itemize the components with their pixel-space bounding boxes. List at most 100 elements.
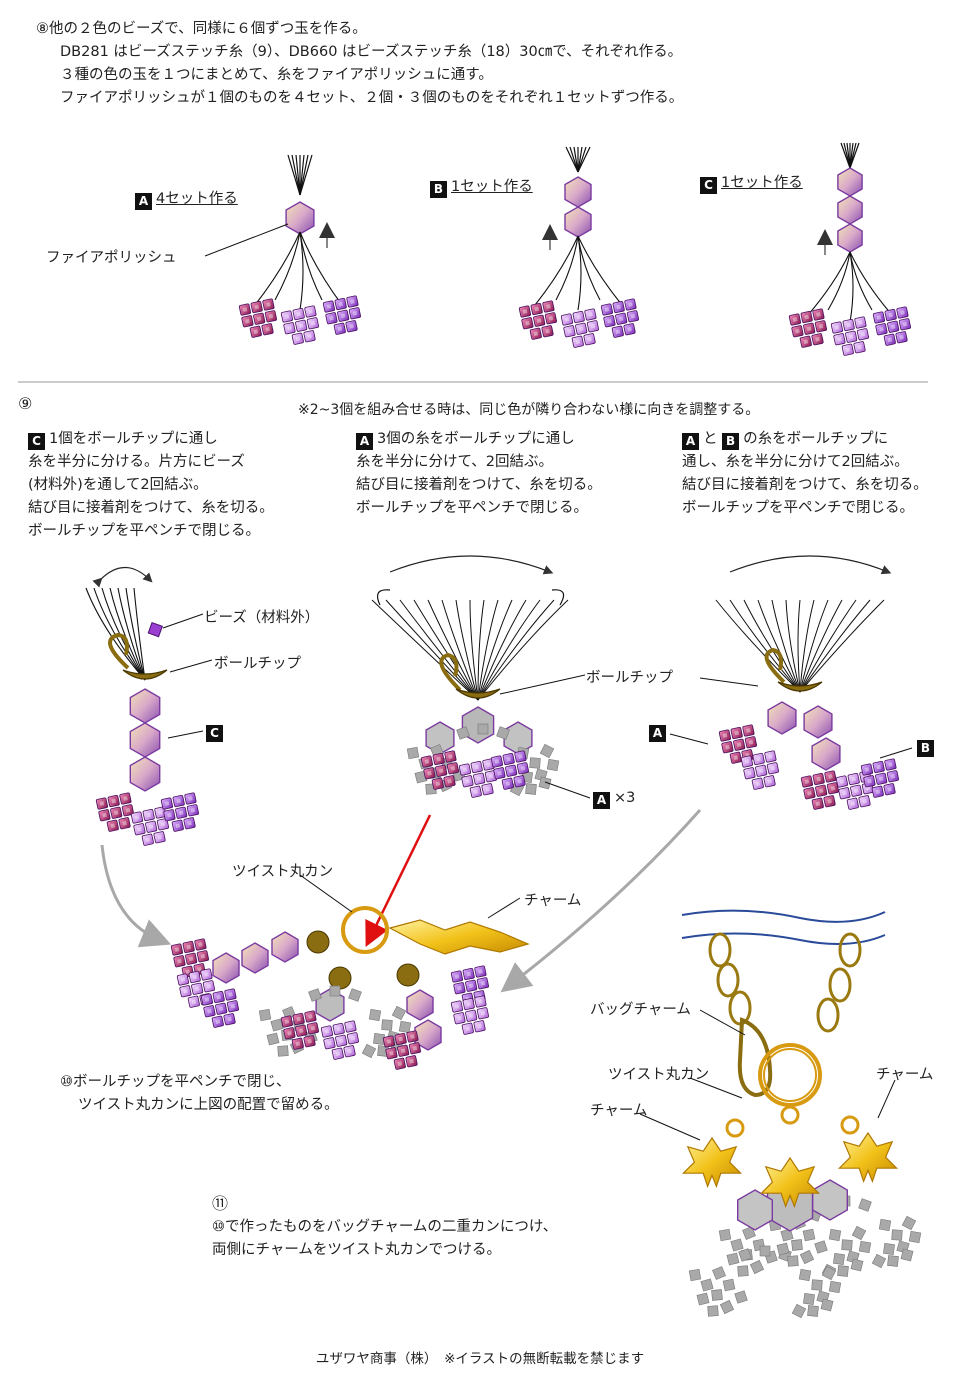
col1-purple-cluster bbox=[160, 792, 199, 832]
cube-bead-highlight bbox=[890, 324, 896, 330]
cube-bead-highlight bbox=[567, 328, 572, 334]
cube-bead bbox=[224, 988, 237, 1001]
cube-bead bbox=[291, 332, 304, 345]
gray-cube-bead bbox=[270, 1018, 284, 1032]
cube-bead bbox=[332, 1022, 345, 1036]
gray-cube-bead bbox=[726, 1252, 740, 1266]
cube-bead-highlight bbox=[188, 796, 193, 801]
cube-bead bbox=[493, 767, 506, 780]
cube-bead bbox=[215, 1002, 228, 1015]
cube-bead bbox=[875, 772, 888, 785]
col2-thread bbox=[399, 599, 479, 701]
cube-bead bbox=[461, 1022, 474, 1035]
cube-bead-highlight bbox=[548, 315, 554, 321]
cube-bead bbox=[755, 764, 768, 777]
set-b-thread-tuft bbox=[569, 146, 579, 173]
gray-cube-bead bbox=[858, 1198, 872, 1212]
extra-bead bbox=[147, 621, 163, 638]
cube-bead-highlight bbox=[350, 299, 355, 304]
col2-line-3: 結び目に接着剤をつけて、糸を切る。 bbox=[356, 477, 602, 493]
cube-bead bbox=[742, 724, 755, 737]
set-c-fire-polish-2 bbox=[837, 195, 863, 225]
cube-bead bbox=[182, 940, 195, 954]
cube-bead bbox=[845, 330, 858, 343]
cube-bead bbox=[142, 808, 155, 822]
badge-b-mark: B bbox=[917, 740, 934, 757]
cube-bead bbox=[850, 784, 863, 797]
col2-ball-chip-hook bbox=[439, 652, 462, 692]
cube-bead bbox=[572, 310, 585, 324]
cube-bead-highlight bbox=[215, 1019, 221, 1025]
col3-badge-a: A bbox=[682, 433, 699, 450]
cube-bead-highlight bbox=[486, 762, 491, 767]
cube-bead-highlight bbox=[488, 773, 494, 779]
cube-bead bbox=[191, 982, 204, 995]
cube-bead bbox=[325, 312, 338, 325]
gray-cube-bead bbox=[688, 1268, 702, 1282]
col3-thread bbox=[757, 599, 801, 693]
cube-bead bbox=[766, 762, 779, 775]
gray-cube-bead bbox=[730, 1238, 744, 1252]
cube-bead-highlight bbox=[296, 311, 302, 317]
set-a-thread-tuft bbox=[299, 154, 313, 196]
cube-bead bbox=[814, 320, 827, 333]
cube-bead bbox=[291, 1037, 304, 1050]
charm-leader-right bbox=[877, 1079, 896, 1119]
cube-bead-highlight bbox=[192, 974, 198, 980]
cube-bead-highlight bbox=[326, 304, 332, 309]
set-b-thread bbox=[555, 235, 579, 301]
cube-bead-highlight bbox=[268, 313, 274, 319]
step10-number: ⑩ bbox=[60, 1074, 73, 1090]
cube-bead bbox=[343, 1045, 356, 1058]
cube-bead-highlight bbox=[204, 997, 210, 1002]
cube-bead-highlight bbox=[815, 336, 820, 342]
cube-bead-highlight bbox=[194, 986, 200, 992]
charm-ring-right bbox=[840, 1115, 860, 1135]
cube-bead-highlight bbox=[295, 336, 301, 342]
cube-bead-highlight bbox=[818, 788, 824, 794]
gray-cube-bead bbox=[841, 1239, 853, 1251]
cube-bead bbox=[560, 313, 574, 326]
col2-thread bbox=[413, 599, 479, 701]
set-a-thread-tuft bbox=[295, 154, 301, 196]
cube-bead bbox=[833, 333, 846, 346]
cube-bead-highlight bbox=[137, 826, 142, 832]
cube-bead-highlight bbox=[397, 1061, 403, 1067]
set-b-fire-polish-2 bbox=[564, 206, 592, 238]
cube-bead-highlight bbox=[298, 1028, 304, 1034]
cube-bead bbox=[320, 1025, 334, 1038]
chain-link-left bbox=[716, 962, 740, 998]
cube-bead-highlight bbox=[834, 325, 840, 330]
col2-line-4: ボールチップを平ペンチで閉じる。 bbox=[356, 500, 588, 516]
cube-bead-highlight bbox=[242, 307, 248, 312]
cube-bead-highlight bbox=[845, 347, 851, 353]
gray-cube-bead bbox=[477, 723, 489, 735]
cube-bead bbox=[730, 726, 743, 740]
assembly-ab-purple bbox=[450, 965, 489, 1005]
col3-fire-polish-b2 bbox=[811, 737, 841, 771]
cube-bead-highlight bbox=[876, 315, 882, 320]
set-c-lilac-cluster bbox=[830, 316, 869, 356]
gray-cube-bead bbox=[308, 988, 322, 1002]
cube-bead bbox=[408, 1042, 421, 1055]
cube-bead bbox=[481, 783, 494, 796]
cube-bead-highlight bbox=[160, 821, 166, 827]
cube-bead-highlight bbox=[207, 1008, 212, 1014]
cube-bead-highlight bbox=[216, 994, 222, 1000]
set-c-thread bbox=[827, 251, 851, 311]
cube-bead-highlight bbox=[627, 326, 632, 332]
ball-chip-bead-left bbox=[306, 930, 330, 954]
cube-bead-highlight bbox=[748, 739, 754, 745]
col3-b-magenta-cluster bbox=[800, 770, 839, 810]
col3-thread bbox=[799, 599, 815, 693]
cube-bead bbox=[883, 783, 896, 796]
step8-line-4: ファイアポリッシュが１個のものを４セット、２個・３個のものをそれぞれ１セットずつ… bbox=[60, 90, 684, 106]
gray-cube-bead bbox=[833, 1253, 845, 1265]
cube-bead bbox=[444, 750, 457, 763]
cube-bead-highlight bbox=[867, 778, 872, 784]
cube-bead bbox=[453, 982, 466, 995]
cube-bead bbox=[791, 325, 804, 338]
col2-lilac-cluster bbox=[458, 758, 497, 798]
set-c-thread bbox=[849, 251, 893, 316]
cube-bead bbox=[194, 938, 207, 951]
